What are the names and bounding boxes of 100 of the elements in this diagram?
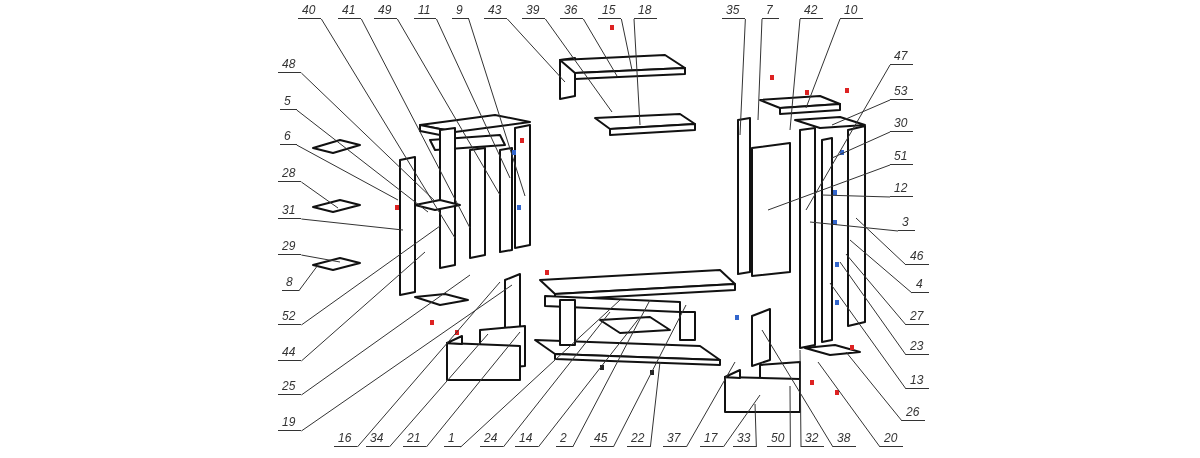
callout-number: 23 — [906, 340, 930, 355]
callout-number: 49 — [374, 4, 398, 19]
leader-line — [300, 218, 404, 231]
leader-line — [817, 361, 881, 448]
callout-number: 24 — [480, 432, 504, 447]
leader-line — [460, 299, 621, 448]
callout-number: 31 — [278, 204, 302, 219]
leader-line — [300, 181, 339, 209]
leader-line — [722, 394, 761, 448]
callout-number: 51 — [890, 150, 914, 165]
leader-line — [845, 351, 903, 422]
callout-number: 1 — [444, 432, 461, 447]
callout-number: 25 — [278, 380, 302, 395]
leader-line — [296, 109, 429, 213]
leader-line — [831, 131, 891, 159]
callout-number: 44 — [278, 346, 302, 361]
callout-number: 14 — [515, 432, 539, 447]
leader-line — [300, 251, 426, 362]
leader-line — [544, 18, 613, 113]
leader-line — [839, 261, 907, 356]
callout-number: 48 — [278, 58, 302, 73]
leader-line — [537, 316, 641, 448]
leader-line — [502, 311, 611, 448]
leader-line — [300, 254, 341, 263]
callout-number: 46 — [906, 250, 930, 265]
leader-line — [685, 361, 736, 448]
leader-line — [829, 282, 907, 390]
leader-line — [649, 361, 661, 448]
leader-line — [831, 99, 891, 126]
leader-line — [506, 18, 566, 83]
leader-line — [435, 18, 511, 179]
leader-line — [388, 333, 489, 448]
callout-number: 34 — [366, 432, 390, 447]
leader-line — [360, 18, 471, 229]
callout-number: 11 — [414, 4, 437, 19]
callout-number: 35 — [722, 4, 746, 19]
callout-number: 37 — [663, 432, 687, 447]
callout-number: 52 — [278, 310, 302, 325]
callout-number: 20 — [880, 432, 904, 447]
callout-number: 6 — [280, 130, 297, 145]
callout-number: 29 — [278, 240, 302, 255]
callout-number: 21 — [403, 432, 427, 447]
leader-line — [767, 164, 891, 211]
callout-number: 12 — [890, 182, 914, 197]
callout-number: 47 — [890, 50, 914, 65]
leader-line — [821, 194, 891, 198]
leader-line — [572, 299, 651, 448]
leader-line — [754, 403, 757, 448]
callout-number: 43 — [484, 4, 508, 19]
leader-line — [809, 221, 899, 232]
leader-line — [805, 18, 841, 109]
leader-line — [789, 18, 801, 131]
leader-line — [849, 239, 913, 294]
callout-number: 15 — [598, 4, 622, 19]
callout-number: 7 — [762, 4, 779, 19]
leader-line — [855, 217, 907, 266]
callout-number: 4 — [912, 278, 929, 293]
leader-line — [799, 349, 802, 448]
leader-line — [356, 281, 501, 448]
leader-line — [396, 18, 501, 196]
leader-line — [582, 18, 618, 77]
callout-number: 50 — [767, 432, 791, 447]
leader-line — [739, 18, 746, 136]
leader-line — [298, 264, 319, 292]
leader-line — [300, 72, 437, 203]
callout-number: 36 — [560, 4, 584, 19]
leader-line — [633, 18, 641, 126]
leader-line — [612, 304, 687, 448]
callout-number: 17 — [700, 432, 724, 447]
leader-line — [761, 329, 834, 448]
callout-number: 26 — [902, 406, 926, 421]
leader-line — [300, 274, 471, 396]
callout-number: 18 — [634, 4, 658, 19]
callout-number: 13 — [906, 374, 930, 389]
leader-line — [620, 18, 633, 71]
callout-number: 8 — [282, 276, 299, 291]
callout-number: 42 — [800, 4, 824, 19]
leader-line — [757, 18, 763, 121]
leader-line — [789, 385, 791, 448]
callout-number: 41 — [338, 4, 362, 19]
callout-number: 53 — [890, 85, 914, 100]
callout-number: 28 — [278, 167, 302, 182]
leader-line — [805, 64, 891, 211]
callout-number: 38 — [833, 432, 857, 447]
callout-number: 3 — [898, 216, 915, 231]
leader-line — [845, 253, 907, 326]
leader-line — [300, 284, 513, 432]
leader-line — [296, 144, 399, 201]
callout-number: 40 — [298, 4, 322, 19]
callout-number: 22 — [627, 432, 651, 447]
leader-line — [320, 18, 456, 239]
callout-number: 16 — [334, 432, 358, 447]
callout-number: 5 — [280, 95, 297, 110]
callout-number: 10 — [840, 4, 864, 19]
leader-line — [300, 225, 441, 326]
callout-number: 45 — [590, 432, 614, 447]
callout-number: 2 — [556, 432, 573, 447]
callout-number: 19 — [278, 416, 302, 431]
callout-number: 33 — [733, 432, 757, 447]
callout-number: 30 — [890, 117, 914, 132]
